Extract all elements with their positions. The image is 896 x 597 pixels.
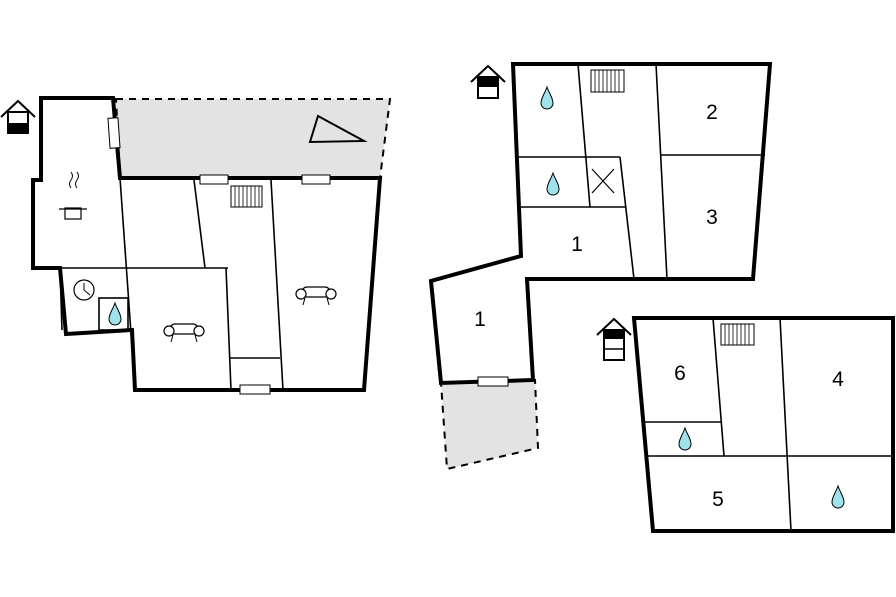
clock-icon (73, 279, 95, 301)
room-label: 3 (706, 206, 718, 229)
room-label: 1 (474, 308, 486, 331)
room-label: 6 (674, 362, 686, 385)
first-floor: 1 1 2 3 (428, 62, 773, 471)
ground-floor (0, 96, 392, 395)
cooking-pot-icon (59, 171, 87, 220)
room-label: 5 (712, 488, 724, 511)
x-mark-icon (591, 168, 615, 194)
water-drop-icon (540, 85, 554, 110)
first-floor-outline (428, 62, 773, 386)
water-drop-icon (678, 426, 692, 451)
window (239, 384, 271, 395)
window (301, 174, 331, 185)
window (477, 376, 509, 387)
house-floor-icon (0, 99, 36, 134)
second-floor-inner-walls (643, 317, 893, 532)
radiator-icon (230, 185, 263, 208)
water-drop-icon (108, 301, 122, 326)
terrace-area (114, 98, 392, 179)
water-drop-icon (831, 484, 845, 509)
house-floor-icon (596, 317, 632, 361)
room-label: 1 (571, 233, 583, 256)
second-floor: 6 4 5 (596, 316, 895, 533)
window (107, 117, 121, 149)
house-floor-icon (470, 64, 506, 99)
sofa-icon (295, 286, 337, 306)
room-label: 4 (832, 368, 844, 391)
first-floor-inner-walls (518, 63, 765, 280)
second-floor-outline (631, 316, 895, 533)
ground-floor-inner-walls (33, 177, 284, 391)
radiator-icon (720, 323, 755, 346)
triangle-marker-icon (308, 114, 368, 144)
radiator-icon (590, 69, 625, 93)
window (199, 174, 229, 185)
balcony-area (439, 378, 540, 471)
water-drop-icon (546, 171, 560, 196)
sofa-icon (163, 323, 205, 343)
room-label: 2 (706, 101, 718, 124)
